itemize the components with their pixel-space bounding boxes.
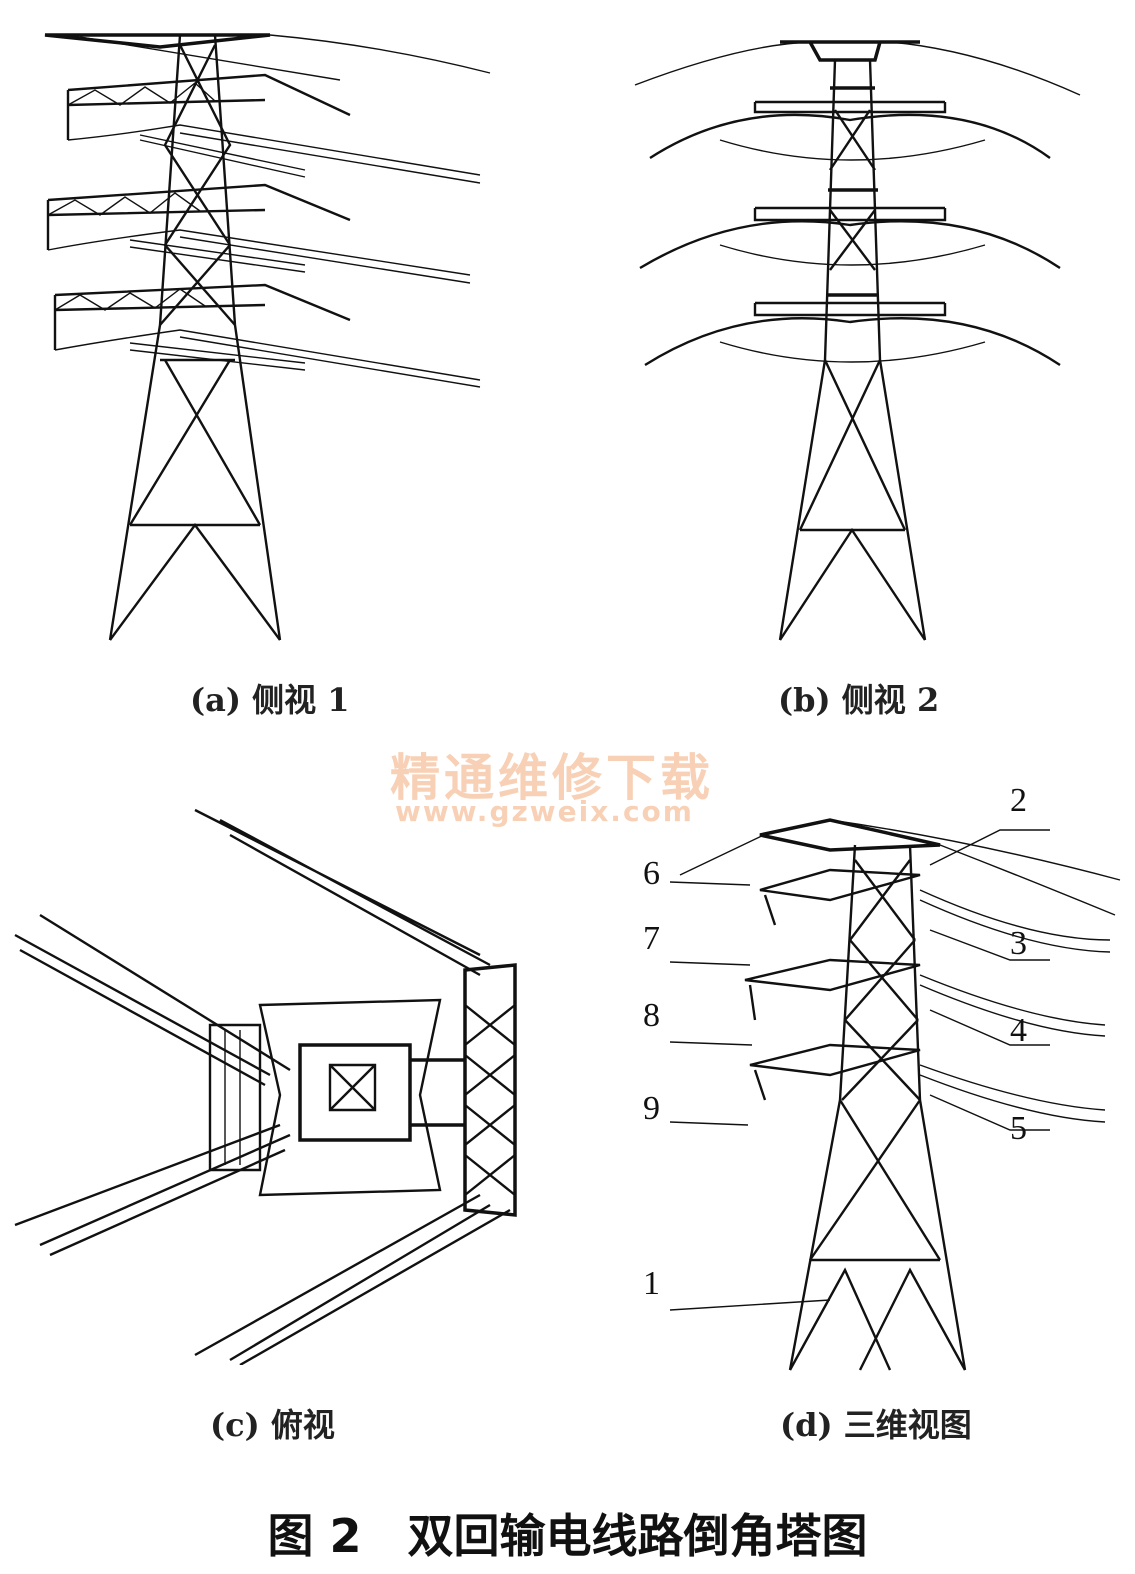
callout-2: 2 [1010, 782, 1027, 819]
callout-3: 3 [1010, 925, 1027, 962]
tower-side-view-2-drawing [634, 40, 1081, 641]
panel-d-3d-view [630, 800, 1130, 1390]
caption-d: (d) 三维视图 [780, 1406, 972, 1444]
panel-a-side-view-1 [40, 25, 510, 655]
callout-1: 1 [643, 1265, 660, 1302]
tower-top-view-drawing [14, 808, 517, 1365]
callout-7: 7 [643, 920, 660, 957]
caption-b: (b) 侧视 2 [778, 681, 940, 719]
tower-side-view-1-drawing [44, 33, 491, 641]
figure-title: 图 2 双回输电线路倒角塔图 [267, 1509, 868, 1563]
caption-a: (a) 侧视 1 [190, 681, 350, 719]
top-crossarm-a [44, 33, 271, 49]
panel-c-top-view [10, 805, 530, 1365]
panel-b-side-view-2 [630, 30, 1090, 650]
callout-6: 6 [643, 855, 660, 892]
caption-c: (c) 俯视 [210, 1406, 335, 1444]
watermark-text: 精通维修下载 [390, 749, 714, 807]
callout-4: 4 [1010, 1012, 1027, 1049]
callout-5: 5 [1010, 1110, 1027, 1147]
tower-3d-view-drawing [669, 818, 1121, 1371]
callout-8: 8 [643, 997, 660, 1034]
watermark-url: www.gzweix.com [395, 795, 694, 828]
callout-9: 9 [643, 1090, 660, 1127]
